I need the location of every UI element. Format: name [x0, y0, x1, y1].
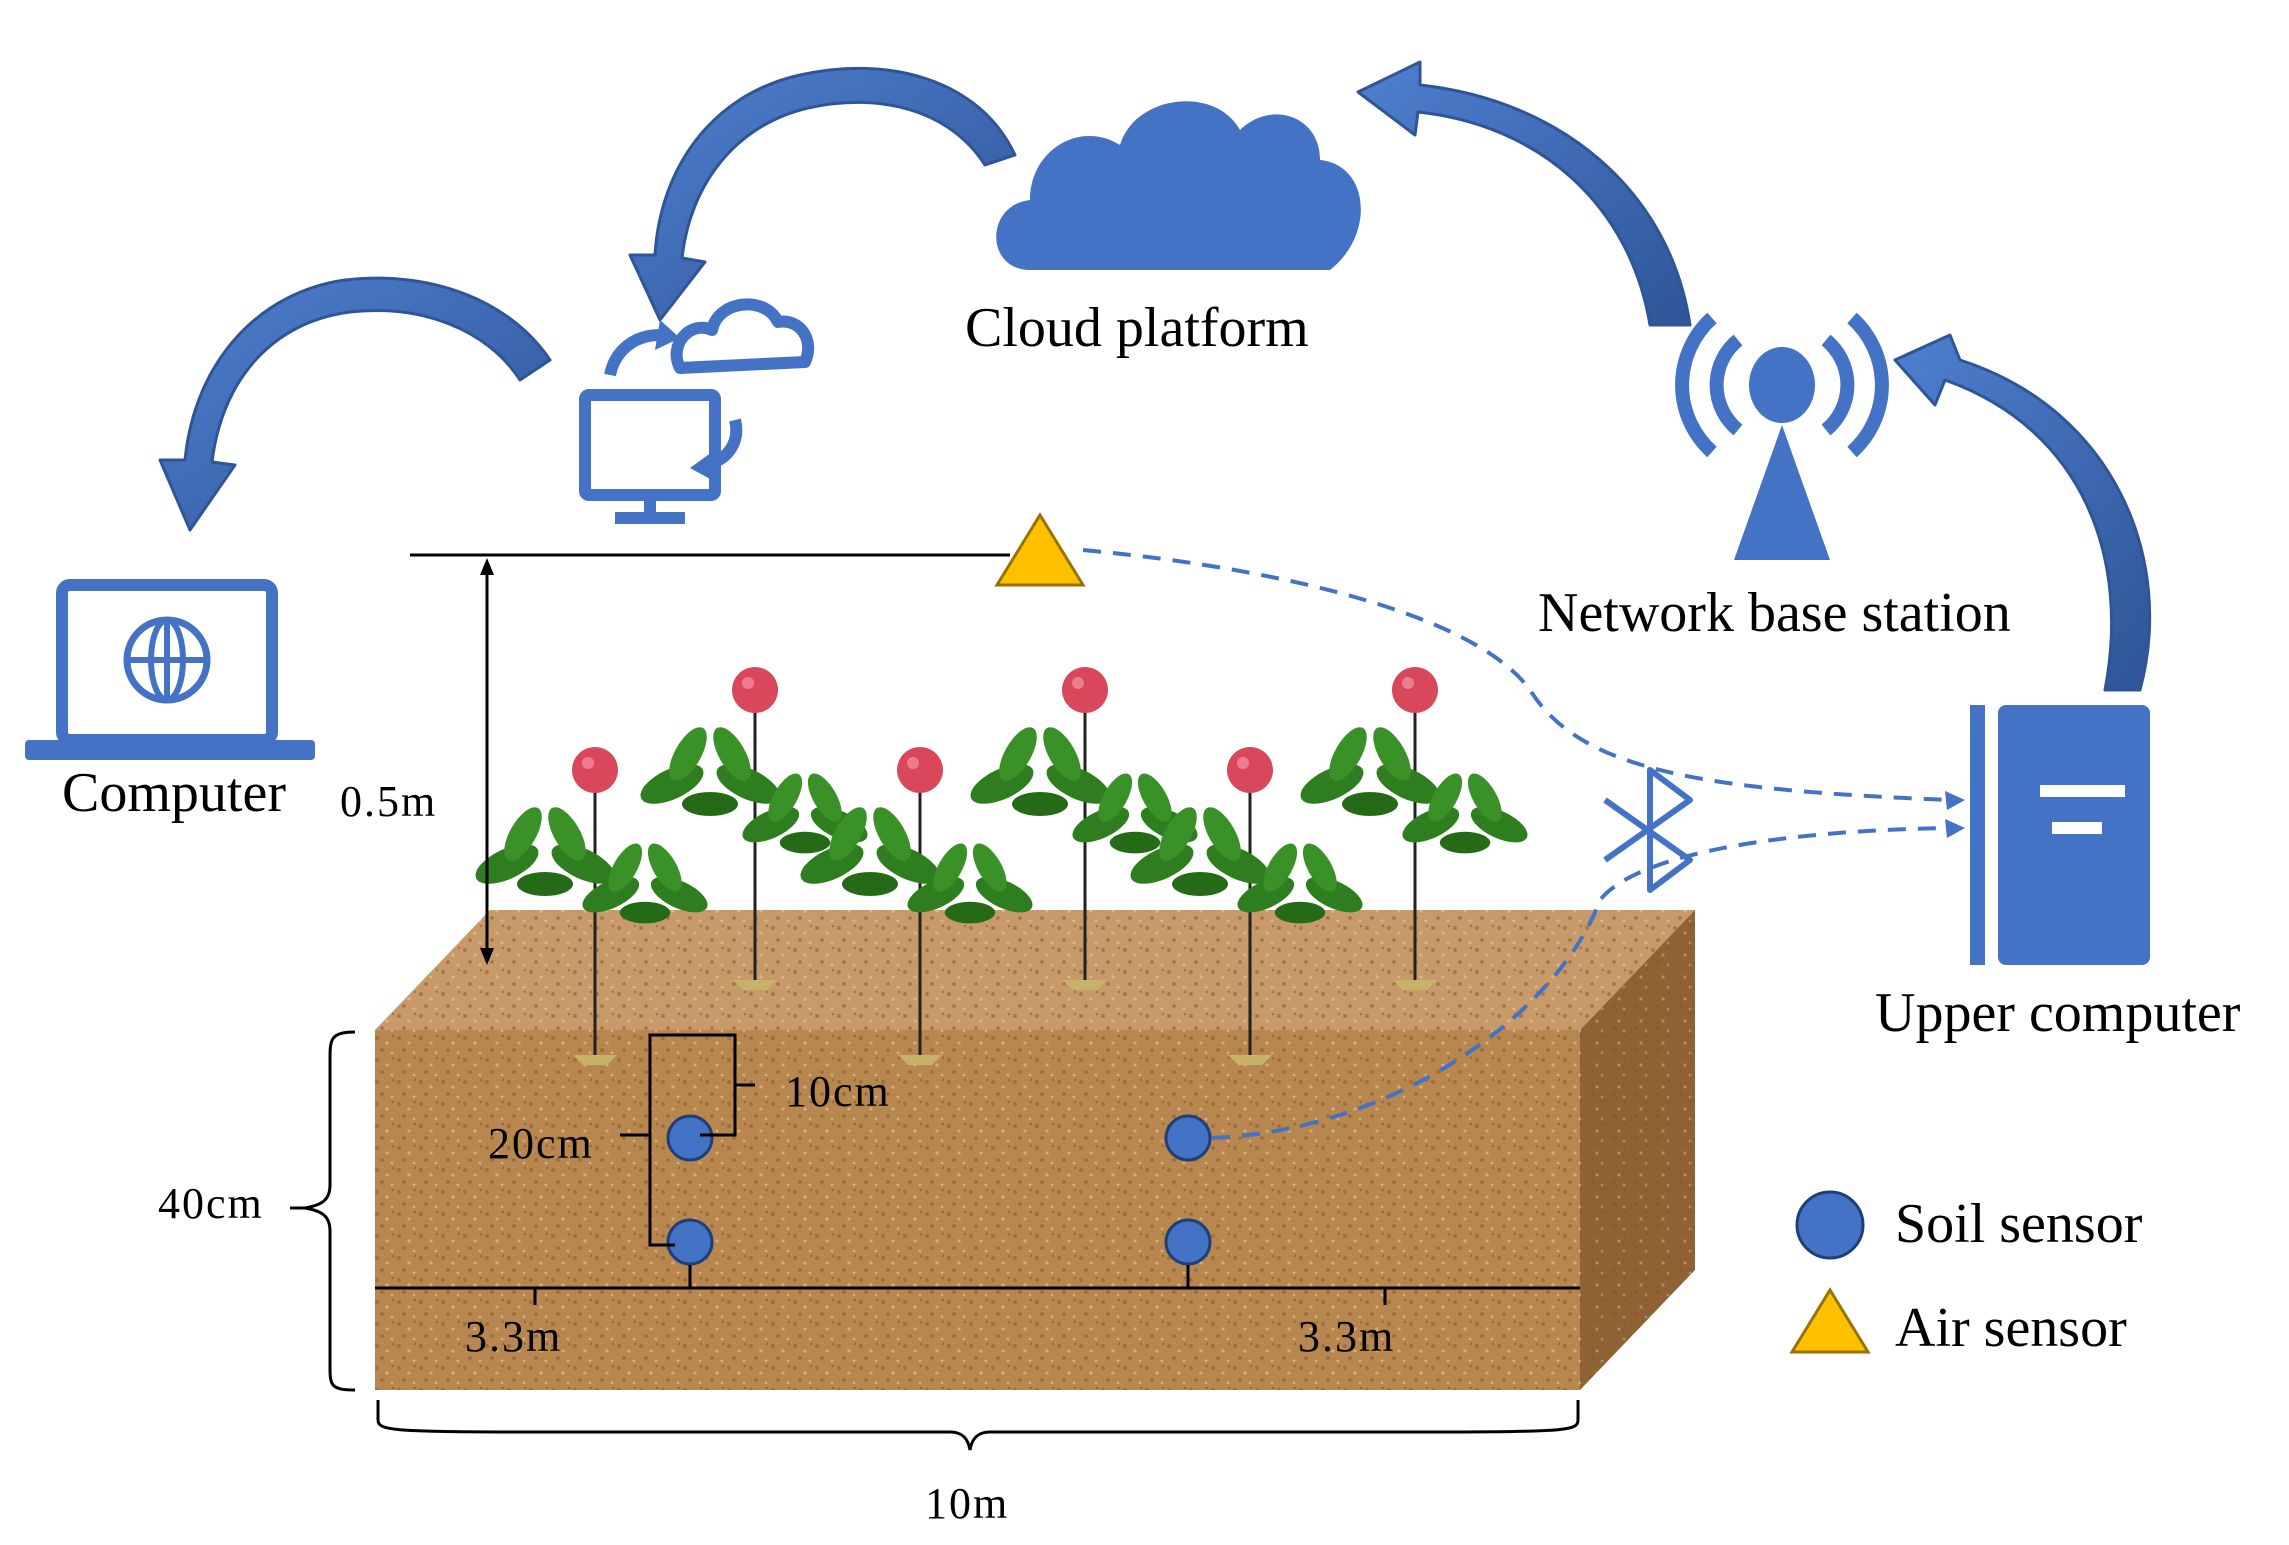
bed-length-label: 10m [925, 1479, 1010, 1528]
laptop-globe-icon [25, 579, 315, 760]
arrow-sync-to-computer [158, 276, 552, 532]
soil-bed [375, 910, 1695, 1390]
upper-computer-label: Upper computer [1875, 982, 2241, 1044]
bluetooth-icon [1603, 767, 1693, 893]
wireless-links [1082, 548, 1951, 1140]
air-sensor [994, 512, 1086, 587]
soil-sensor [666, 1114, 714, 1162]
legend-soil-sensor-label: Soil sensor [1895, 1193, 2143, 1255]
wireless-tower-icon [1675, 312, 1889, 560]
sensor-spacing-label: 20cm [488, 1119, 594, 1168]
air-height-arrow [480, 558, 494, 965]
link-arrowheads [1945, 791, 1965, 838]
bed-depth-label: 40cm [158, 1179, 264, 1228]
plant [634, 667, 873, 990]
server-icon [1970, 705, 2150, 965]
right-offset-label: 3.3m [1298, 1312, 1396, 1361]
arrow-station-to-cloud [1356, 60, 1692, 327]
dimension-brackets [290, 1030, 1580, 1451]
soil-sensors [666, 1114, 1212, 1266]
cloud-platform-label: Cloud platform [965, 297, 1309, 359]
cloud-sync-monitor-icon [579, 298, 815, 524]
plant [1294, 667, 1533, 990]
plant [964, 667, 1203, 990]
soil-sensor [1164, 1218, 1212, 1266]
legend [1789, 1190, 1871, 1354]
legend-air-sensor-label: Air sensor [1895, 1297, 2127, 1359]
soil-sensor [666, 1218, 714, 1266]
arrow-cloud-to-sync [628, 66, 1017, 322]
plants [469, 667, 1533, 1065]
air-height-label: 0.5m [340, 777, 438, 826]
soil-sensor [1164, 1114, 1212, 1162]
sensor-depth-label: 10cm [785, 1067, 891, 1116]
plant [469, 747, 713, 1065]
computer-label: Computer [62, 762, 286, 824]
arrow-upper-to-station [1893, 333, 2152, 692]
plant [794, 747, 1038, 1065]
plant [1124, 747, 1368, 1065]
cloud-icon [996, 101, 1361, 270]
legend-air-sensor-symbol [1789, 1287, 1871, 1354]
flow-arrows [158, 60, 2152, 692]
left-offset-label: 3.3m [465, 1312, 563, 1361]
legend-soil-sensor-symbol [1795, 1190, 1865, 1260]
network-base-station-label: Network base station [1538, 582, 2011, 644]
sync-arrowheads [655, 320, 712, 480]
